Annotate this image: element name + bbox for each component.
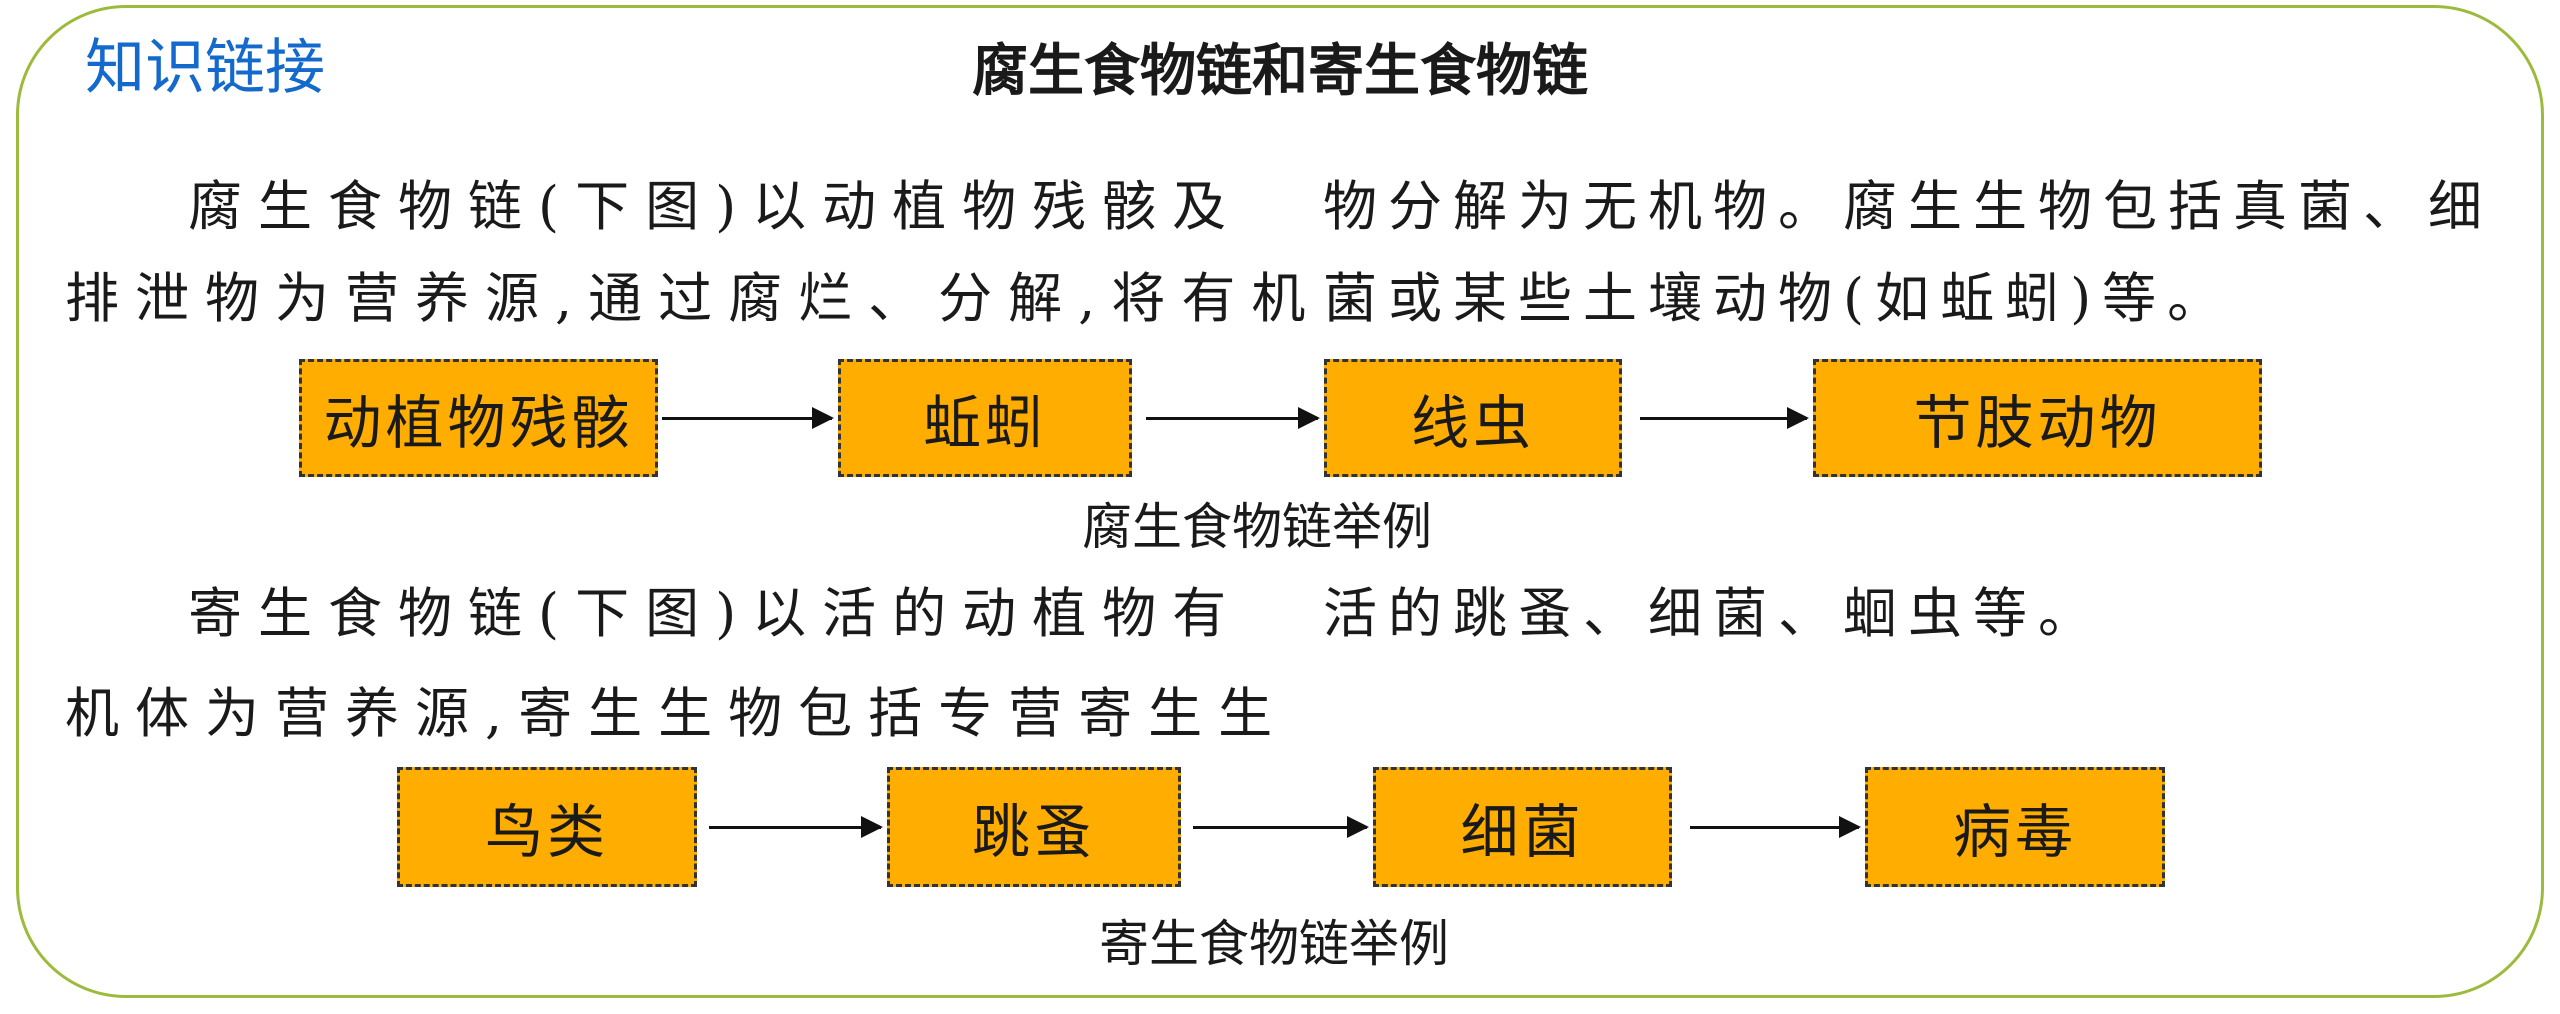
chain-node: 病毒	[1865, 767, 2165, 887]
chain-node: 线虫	[1324, 359, 1622, 477]
arrow-icon	[662, 407, 834, 429]
paragraph-line: 排泄物为营养源,通过腐烂、分解,将有机	[65, 267, 1322, 330]
arrow-icon	[1146, 407, 1320, 429]
figure-caption: 腐生食物链举例	[1082, 498, 1432, 556]
arrow-icon	[1690, 816, 1861, 838]
paragraph-line: 菌或某些土壤动物(如蚯蚓)等。	[1323, 267, 2233, 330]
chain-node: 鸟类	[397, 767, 697, 887]
chain-node: 蚯蚓	[838, 359, 1132, 477]
arrow-icon	[1640, 407, 1809, 429]
chain-node: 节肢动物	[1813, 359, 2262, 477]
arrow-icon	[1193, 816, 1369, 838]
paragraph-line: 活的跳蚤、细菌、蛔虫等。	[1323, 582, 2103, 645]
paragraph-line: 机体为营养源,寄生生物包括专营寄生生	[65, 682, 1289, 745]
paragraph-line: 寄生食物链(下图)以活的动植物有	[188, 582, 1243, 645]
knowledge-frame	[16, 5, 2544, 998]
arrow-icon	[709, 816, 883, 838]
figure-caption: 寄生食物链举例	[1099, 915, 1449, 973]
page-title: 腐生食物链和寄生食物链	[972, 39, 1588, 104]
chain-node: 跳蚤	[887, 767, 1181, 887]
knowledge-link-tag: 知识链接	[85, 33, 325, 103]
chain-node: 动植物残骸	[299, 359, 658, 477]
paragraph-line: 腐生食物链(下图)以动植物残骸及	[188, 175, 1243, 238]
paragraph-line: 物分解为无机物。腐生生物包括真菌、细	[1323, 175, 2493, 238]
chain-node: 细菌	[1373, 767, 1672, 887]
